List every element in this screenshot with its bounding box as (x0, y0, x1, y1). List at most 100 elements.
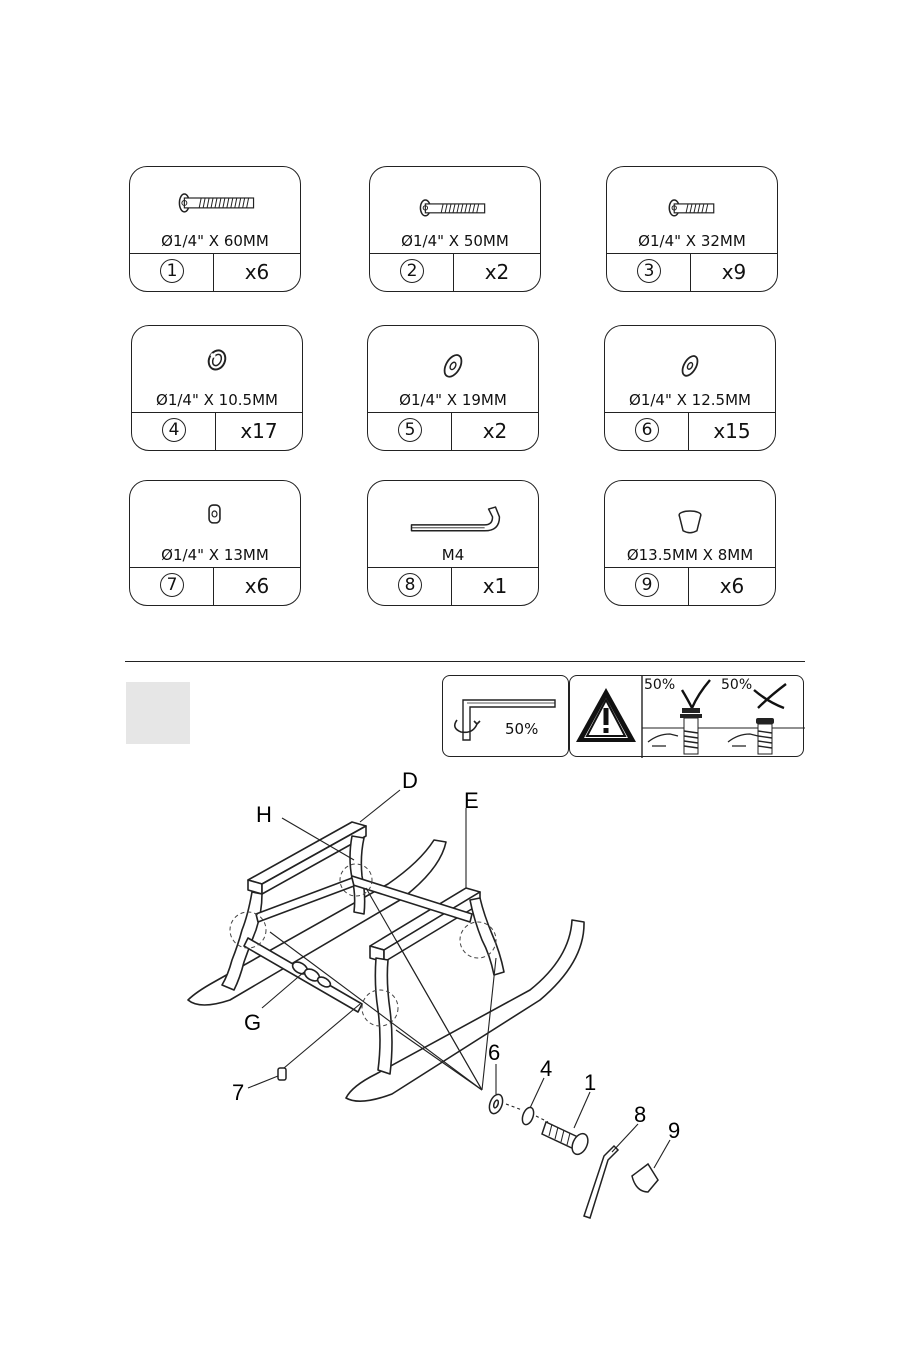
axis-line (536, 1116, 548, 1122)
part-card-7: Ø1/4" X 13MM 7 x6 (129, 480, 301, 606)
part-spec: Ø1/4" X 19MM (368, 390, 538, 410)
part-number-cell: 3 (607, 254, 691, 291)
warning-percent-good: 50% (644, 677, 675, 693)
callout-4: 4 (540, 1056, 552, 1081)
part-row: 1 x6 (130, 253, 300, 291)
callout-8: 8 (634, 1102, 646, 1127)
barrel-nut-7 (278, 1068, 286, 1080)
part-row: 3 x9 (607, 253, 777, 291)
callout-7: 7 (232, 1080, 244, 1105)
part-card-3: Ø1/4" X 32MM 3 x9 (606, 166, 778, 292)
part-spec: Ø1/4" X 10.5MM (132, 390, 302, 410)
part-number: 2 (400, 259, 424, 283)
part-number: 8 (398, 573, 422, 597)
axis-line (506, 1104, 522, 1110)
part-quantity: x6 (214, 254, 300, 291)
warning-percent-bad: 50% (721, 677, 752, 693)
cap-icon (605, 481, 775, 543)
callout-line-D (360, 790, 400, 822)
warning-panel: 50% 50% (569, 675, 804, 757)
barrel-nut-icon (130, 481, 300, 543)
allen-key-8 (584, 1146, 618, 1218)
callout-line-9 (654, 1140, 670, 1168)
part-number-cell: 9 (605, 568, 689, 605)
part-quantity: x17 (216, 413, 302, 450)
part-number-cell: 5 (368, 413, 452, 450)
checkmark-icon (682, 680, 710, 708)
warning-triangle-icon (576, 688, 636, 742)
part-number: 6 (635, 418, 659, 442)
allen-key-icon (368, 481, 538, 543)
part-number-cell: 2 (370, 254, 454, 291)
part-card-4: Ø1/4" X 10.5MM 4 x17 (131, 325, 303, 451)
part-quantity: x15 (689, 413, 775, 450)
medium-bolt-icon (370, 167, 540, 229)
callout-1: 1 (584, 1070, 596, 1095)
leg-back-right (350, 836, 365, 914)
part-spec: Ø1/4" X 13MM (130, 545, 300, 565)
callout-G: G (244, 1010, 261, 1035)
part-card-2: Ø1/4" X 50MM 2 x2 (369, 166, 541, 292)
part-row: 7 x6 (130, 567, 300, 605)
part-number: 3 (637, 259, 661, 283)
part-card-9: Ø13.5MM X 8MM 9 x6 (604, 480, 776, 606)
part-quantity: x9 (691, 254, 777, 291)
part-row: 5 x2 (368, 412, 538, 450)
callout-line-7 (248, 1076, 278, 1088)
part-spec: Ø1/4" X 32MM (607, 231, 777, 251)
cap-9 (632, 1164, 658, 1192)
part-spec: M4 (368, 545, 538, 565)
part-row: 4 x17 (132, 412, 302, 450)
part-spec: Ø1/4" X 60MM (130, 231, 300, 251)
callout-line-8 (612, 1124, 638, 1152)
allen-key-rotate-icon (443, 676, 570, 758)
part-quantity: x1 (452, 568, 538, 605)
callout-E: E (464, 788, 479, 813)
spring-washer-4 (520, 1106, 536, 1126)
callout-line-4 (530, 1078, 544, 1108)
part-card-5: Ø1/4" X 19MM 5 x2 (367, 325, 539, 451)
step-number-box (126, 682, 190, 744)
part-card-8: M4 8 x1 (367, 480, 539, 606)
spring-washer-icon (132, 326, 302, 388)
part-row: 2 x2 (370, 253, 540, 291)
short-bolt-icon (607, 167, 777, 229)
cross-icon (754, 684, 786, 708)
part-number-cell: 8 (368, 568, 452, 605)
part-quantity: x6 (689, 568, 775, 605)
part-quantity: x2 (454, 254, 540, 291)
assembly-diagram: D H E G 7 6 4 1 8 9 (0, 760, 914, 1360)
leg-front-right (470, 898, 504, 975)
flat-washer-icon (605, 326, 775, 388)
part-row: 6 x15 (605, 412, 775, 450)
part-row: 9 x6 (605, 567, 775, 605)
part-number: 7 (160, 573, 184, 597)
part-spec: Ø1/4" X 12.5MM (605, 390, 775, 410)
leg-front-left (375, 958, 392, 1074)
tighten-percent: 50% (505, 720, 538, 738)
part-number: 1 (160, 259, 184, 283)
callout-9: 9 (668, 1118, 680, 1143)
long-bolt-icon (130, 167, 300, 229)
callout-H: H (256, 802, 272, 827)
part-number: 4 (162, 418, 186, 442)
part-number: 9 (635, 573, 659, 597)
part-card-6: Ø1/4" X 12.5MM 6 x15 (604, 325, 776, 451)
tighten-50-panel: 50% (442, 675, 569, 757)
callout-line-7b (284, 1004, 360, 1068)
part-number-cell: 4 (132, 413, 216, 450)
section-divider (125, 661, 805, 662)
callout-D: D (402, 768, 418, 793)
callout-line-1 (574, 1092, 590, 1128)
part-number-cell: 6 (605, 413, 689, 450)
part-number-cell: 7 (130, 568, 214, 605)
part-quantity: x2 (452, 413, 538, 450)
part-row: 8 x1 (368, 567, 538, 605)
part-number: 5 (398, 418, 422, 442)
part-number-cell: 1 (130, 254, 214, 291)
warning-panel-drawing (570, 676, 805, 758)
part-spec: Ø1/4" X 50MM (370, 231, 540, 251)
rail-D-top (248, 822, 366, 884)
part-spec: Ø13.5MM X 8MM (605, 545, 775, 565)
callout-6: 6 (488, 1040, 500, 1065)
